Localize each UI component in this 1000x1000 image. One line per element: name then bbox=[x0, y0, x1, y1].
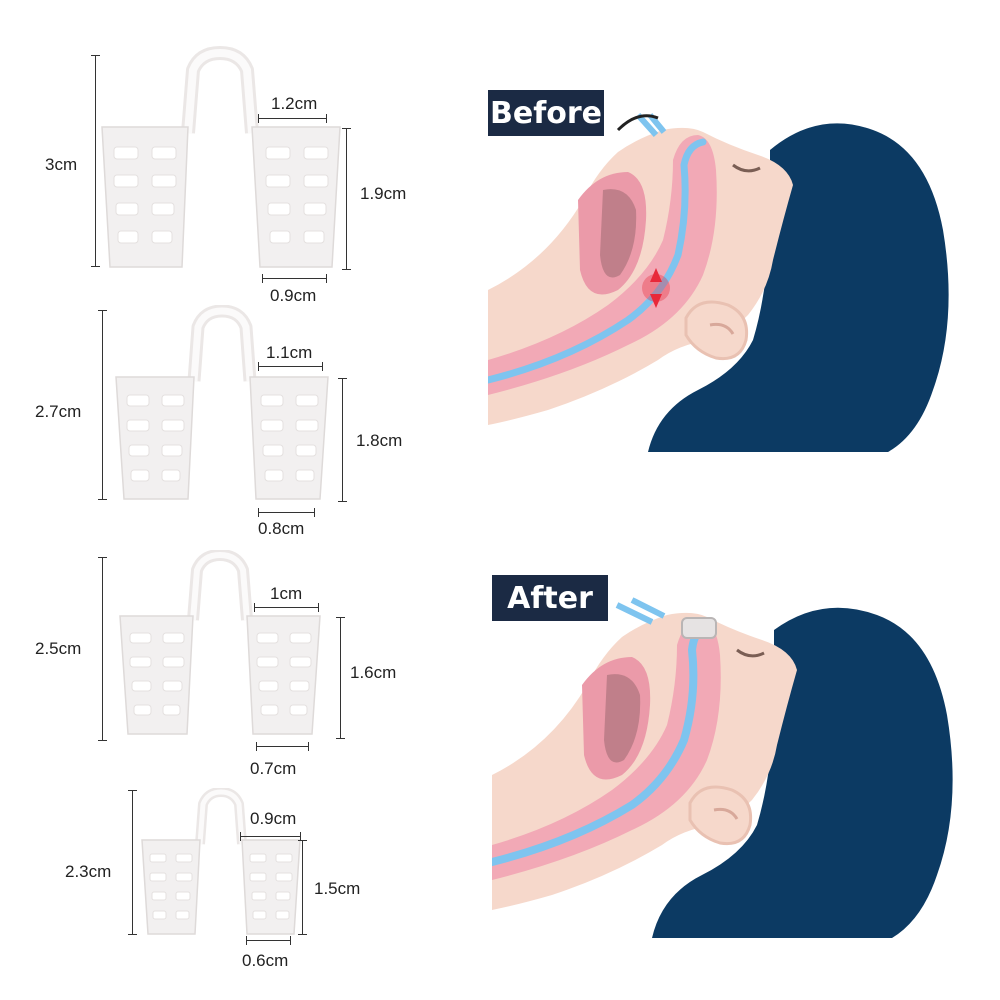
height-line bbox=[302, 840, 303, 935]
height-label: 1.8cm bbox=[356, 431, 403, 450]
nasal-dilator-image bbox=[101, 46, 341, 268]
bottom-width-label: 0.9cm bbox=[270, 286, 317, 305]
dim-tick bbox=[318, 603, 319, 612]
total-height-line bbox=[102, 557, 103, 741]
dim-tick bbox=[128, 790, 137, 791]
hair-shape bbox=[652, 607, 953, 938]
ear-detail bbox=[709, 322, 735, 335]
dim-tick bbox=[336, 617, 345, 618]
total-height-label: 2.3cm bbox=[65, 862, 112, 881]
curved-arrow-icon bbox=[616, 114, 659, 132]
top-width-label: 1.1cm bbox=[266, 343, 313, 362]
dim-tick bbox=[326, 114, 327, 123]
ear-detail bbox=[713, 807, 739, 820]
head-with-dilator-after-image bbox=[492, 597, 953, 938]
bottom-width-line bbox=[258, 512, 314, 513]
ear-shape bbox=[688, 785, 753, 846]
nasal-dilator-icon bbox=[681, 617, 717, 639]
dim-tick bbox=[246, 936, 247, 945]
top-width-label: 0.9cm bbox=[250, 809, 297, 828]
total-height-label: 2.5cm bbox=[35, 639, 82, 658]
dim-tick bbox=[258, 508, 259, 517]
bottom-width-label: 0.8cm bbox=[258, 519, 305, 538]
dim-tick bbox=[300, 832, 301, 841]
dim-tick bbox=[338, 378, 347, 379]
total-height-label: 3cm bbox=[45, 155, 78, 174]
hair-shape bbox=[648, 123, 949, 452]
top-width-label: 1cm bbox=[270, 584, 303, 603]
tongue-shape bbox=[600, 189, 637, 278]
dim-tick bbox=[308, 742, 309, 751]
dim-tick bbox=[91, 55, 100, 56]
closed-eye bbox=[732, 163, 761, 173]
total-height-line bbox=[132, 790, 133, 935]
airflow-arrow-icon bbox=[635, 112, 667, 138]
dim-tick bbox=[336, 738, 345, 739]
dim-tick bbox=[240, 832, 241, 841]
dim-tick bbox=[91, 266, 100, 267]
nasal-dilator-image bbox=[141, 788, 301, 935]
snoring-head-before-image bbox=[488, 112, 949, 452]
closed-eye bbox=[736, 648, 765, 658]
dim-tick bbox=[128, 934, 137, 935]
height-line bbox=[342, 378, 343, 502]
dim-tick bbox=[338, 501, 347, 502]
dim-tick bbox=[342, 128, 351, 129]
total-height-line bbox=[95, 55, 96, 267]
after-badge: After bbox=[492, 575, 608, 621]
height-label: 1.6cm bbox=[350, 663, 397, 682]
top-width-line bbox=[240, 836, 300, 837]
nasal-dilator-image bbox=[119, 550, 321, 735]
dim-tick bbox=[98, 310, 107, 311]
total-height-line bbox=[102, 310, 103, 500]
tongue-shape bbox=[604, 674, 641, 763]
dim-tick bbox=[98, 740, 107, 741]
after-illustration bbox=[492, 590, 968, 938]
dim-tick bbox=[298, 840, 307, 841]
nasal-dilator-image bbox=[115, 305, 329, 500]
height-label: 1.9cm bbox=[360, 184, 407, 203]
height-label: 1.5cm bbox=[314, 879, 361, 898]
bottom-width-line bbox=[262, 278, 326, 279]
airflow-line bbox=[492, 624, 708, 866]
before-illustration bbox=[488, 90, 968, 452]
dim-tick bbox=[254, 603, 255, 612]
top-width-label: 1.2cm bbox=[271, 94, 318, 113]
total-height-label: 2.7cm bbox=[35, 402, 82, 421]
dim-tick bbox=[98, 557, 107, 558]
height-line bbox=[346, 128, 347, 270]
bottom-width-line bbox=[246, 940, 290, 941]
dim-tick bbox=[258, 114, 259, 123]
top-width-line bbox=[258, 118, 326, 119]
airflow-line bbox=[488, 138, 707, 384]
dim-tick bbox=[322, 362, 323, 371]
dim-tick bbox=[326, 274, 327, 283]
bottom-width-label: 0.6cm bbox=[242, 951, 289, 970]
before-badge: Before bbox=[488, 90, 604, 136]
dim-tick bbox=[290, 936, 291, 945]
top-width-line bbox=[258, 366, 322, 367]
top-width-line bbox=[254, 607, 318, 608]
dim-tick bbox=[98, 499, 107, 500]
bottom-width-line bbox=[256, 746, 308, 747]
dim-tick bbox=[256, 742, 257, 751]
bottom-width-label: 0.7cm bbox=[250, 759, 297, 778]
airflow-arrow-icon bbox=[615, 597, 666, 625]
dim-tick bbox=[298, 934, 307, 935]
dim-tick bbox=[262, 274, 263, 283]
dim-tick bbox=[258, 362, 259, 371]
height-line bbox=[340, 617, 341, 739]
dim-tick bbox=[342, 269, 351, 270]
ear-shape bbox=[684, 300, 749, 361]
dim-tick bbox=[314, 508, 315, 517]
blockage-marker bbox=[642, 268, 670, 308]
